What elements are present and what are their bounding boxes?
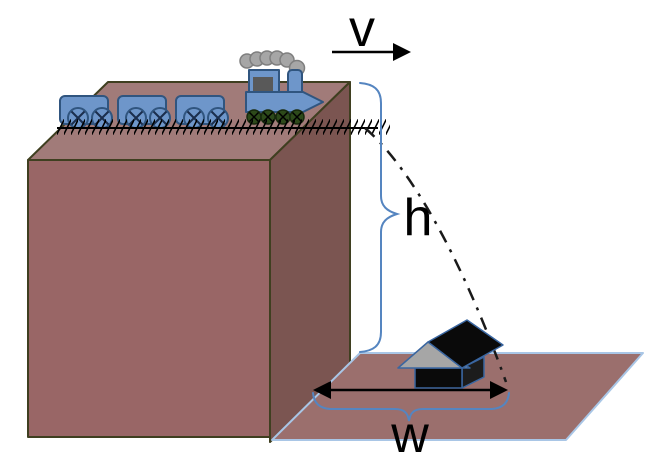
trajectory-path [364,127,508,383]
ground-plane [271,352,644,441]
velocity-label: v [349,0,375,58]
width-arrowhead-left-icon [313,381,331,399]
cliff-block [27,81,351,443]
locomotive-body [245,91,324,113]
house [397,319,504,389]
railroad-track [57,119,390,135]
height-annotation: h [359,82,433,353]
width-annotation: w [312,381,510,457]
cliff-front-face [27,159,271,438]
height-label: h [404,189,433,247]
house-roof [427,319,504,369]
train [59,50,324,129]
width-label: w [390,406,429,457]
width-arrowhead-right-icon [490,381,508,399]
cab-window [253,77,273,91]
width-brace [312,392,510,422]
freight-wagons [59,95,229,129]
velocity-arrowhead-icon [393,43,411,61]
house-front-wall [414,367,463,389]
height-brace [359,82,401,353]
velocity-annotation: v [332,0,411,61]
